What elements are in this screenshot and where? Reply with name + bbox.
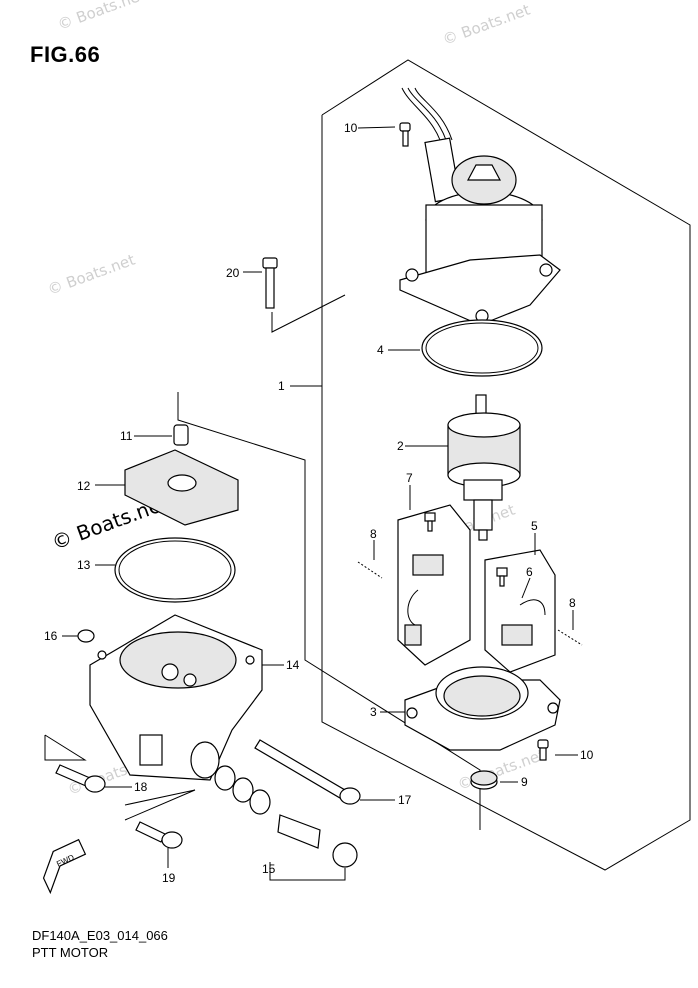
spring-8-right xyxy=(557,629,583,646)
callout-14: 14 xyxy=(286,658,300,672)
callout-9: 9 xyxy=(521,775,528,789)
callout-8: 8 xyxy=(569,596,576,610)
callout-20: 20 xyxy=(226,266,240,280)
watermark-text: © Boats.net xyxy=(440,1,532,49)
armature-2 xyxy=(447,394,521,541)
motor-housing xyxy=(399,87,561,326)
callout-1: 1 xyxy=(278,379,285,393)
callout-8: 8 xyxy=(370,527,377,541)
bushing-9 xyxy=(470,770,498,790)
callout-16: 16 xyxy=(44,629,58,643)
callout-4: 4 xyxy=(377,343,384,357)
callout-18: 18 xyxy=(134,780,148,794)
bolt-19 xyxy=(135,821,183,849)
callout-3: 3 xyxy=(370,705,377,719)
callout-6: 6 xyxy=(526,565,533,579)
watermark-text: © Boats.net xyxy=(455,746,547,794)
watermark-text: © Boats.net xyxy=(45,251,137,299)
callout-10: 10 xyxy=(344,121,358,135)
callout-2: 2 xyxy=(397,439,404,453)
bolt-20 xyxy=(262,257,278,309)
callout-19: 19 xyxy=(162,871,176,885)
callout-10: 10 xyxy=(580,748,594,762)
fwd-arrow: FWD xyxy=(42,838,87,895)
brush-holder-7 xyxy=(397,504,471,666)
seal-16 xyxy=(77,629,95,643)
figure-title: FIG.66 xyxy=(30,42,101,67)
callout-labels: 10 20 4 1 2 7 5 8 6 8 3 10 9 11 12 13 16… xyxy=(44,121,594,885)
callout-7: 7 xyxy=(406,471,413,485)
callout-15: 15 xyxy=(262,862,276,876)
o-ring-13 xyxy=(114,537,236,603)
callout-12: 12 xyxy=(77,479,91,493)
callout-5: 5 xyxy=(531,519,538,533)
brush-holder-5 xyxy=(484,549,556,673)
plate-12 xyxy=(124,449,239,526)
valve-15 xyxy=(214,765,358,868)
pin-11 xyxy=(173,424,189,446)
callout-11: 11 xyxy=(120,429,133,443)
end-cap-3 xyxy=(404,666,561,751)
o-ring-4 xyxy=(421,319,543,377)
assembly-frame xyxy=(271,59,691,871)
figure-name: PTT MOTOR xyxy=(32,945,109,960)
callout-13: 13 xyxy=(77,558,91,572)
leader-lines xyxy=(44,126,578,881)
bolt-17 xyxy=(254,739,361,805)
callout-17: 17 xyxy=(398,793,412,807)
bolt-18 xyxy=(55,764,106,793)
spring-8-left xyxy=(357,561,383,579)
housing-14 xyxy=(89,614,263,781)
figure-code: DF140A_E03_014_066 xyxy=(32,928,168,943)
screw-10-top xyxy=(399,122,411,147)
screw-10-bottom xyxy=(537,739,549,761)
watermark-text: © Boats.net xyxy=(55,0,147,34)
